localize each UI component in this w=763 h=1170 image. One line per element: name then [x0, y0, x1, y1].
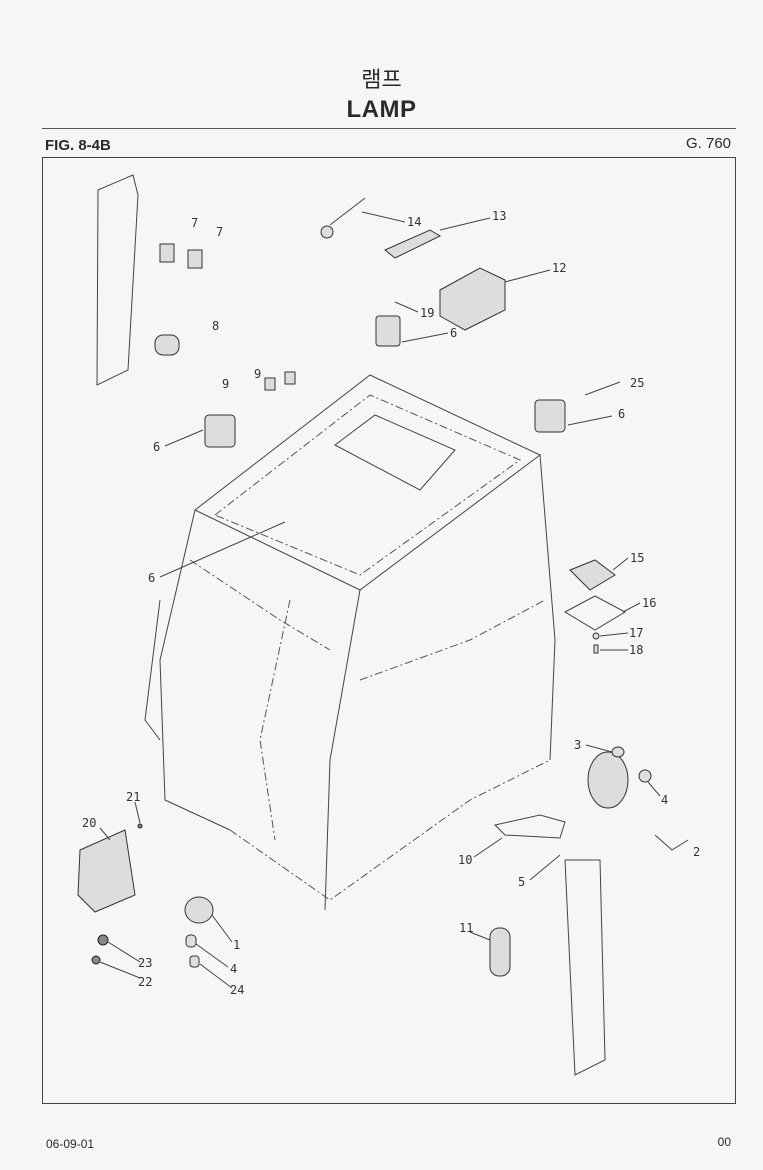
- bulb-4-lower: [185, 934, 197, 948]
- callout-3: 3: [574, 738, 581, 752]
- callout-16: 16: [642, 596, 656, 610]
- callout-21: 21: [126, 790, 140, 804]
- callout-22: 22: [138, 975, 152, 989]
- figure-number: FIG. 8-4B: [45, 137, 111, 154]
- screw-21: [137, 823, 143, 829]
- callout-5: 5: [518, 875, 525, 889]
- diagram-frame: [42, 157, 736, 1104]
- callout-6: 6: [450, 326, 457, 340]
- callout-6: 6: [153, 440, 160, 454]
- socket-22: [91, 955, 101, 965]
- group-number: G. 760: [685, 135, 731, 152]
- lamp-9b: [284, 371, 296, 385]
- callout-9: 9: [222, 377, 229, 391]
- antenna-14: [329, 197, 366, 226]
- pillar-bracket: [564, 859, 606, 1076]
- callout-24: 24: [230, 983, 244, 997]
- bracket-10: [494, 814, 566, 839]
- callout-12: 12: [552, 261, 566, 275]
- header-divider: [42, 128, 736, 129]
- callout-2: 2: [693, 845, 700, 859]
- plate-16: [563, 595, 627, 631]
- socket-23: [97, 934, 109, 946]
- lamp-11: [489, 927, 511, 977]
- footer-revision: 00: [717, 1135, 731, 1149]
- callout-15: 15: [630, 551, 644, 565]
- callout-6: 6: [618, 407, 625, 421]
- work-lamp-6-top: [375, 315, 401, 347]
- callout-19: 19: [420, 306, 434, 320]
- lamp-housing-12: [439, 267, 506, 331]
- lamp-20: [77, 829, 136, 913]
- callout-11: 11: [459, 921, 473, 935]
- callout-25: 25: [630, 376, 644, 390]
- lamp-9a: [264, 377, 276, 391]
- callout-1: 1: [233, 938, 240, 952]
- switch-7b: [187, 249, 203, 269]
- callout-13: 13: [492, 209, 506, 223]
- callout-6: 6: [148, 571, 155, 585]
- callout-8: 8: [212, 319, 219, 333]
- callout-18: 18: [629, 643, 643, 657]
- work-lamp-6-left: [204, 414, 236, 448]
- callout-14: 14: [407, 215, 421, 229]
- lamp-8: [154, 334, 180, 356]
- callout-17: 17: [629, 626, 643, 640]
- page-title-korean: 램프: [361, 68, 402, 93]
- callout-4: 4: [661, 793, 668, 807]
- callout-7: 7: [191, 216, 198, 230]
- work-lamp-6-right: [534, 399, 566, 433]
- callout-20: 20: [82, 816, 96, 830]
- lamp-13: [384, 229, 442, 259]
- footer-date: 06-09-01: [46, 1137, 95, 1151]
- callout-9: 9: [254, 367, 261, 381]
- cab-roof: [194, 374, 541, 591]
- lamp-1: [184, 896, 214, 924]
- callout-4: 4: [230, 962, 237, 976]
- callout-10: 10: [458, 853, 472, 867]
- lamp-15: [569, 559, 616, 591]
- bulb-4: [638, 769, 652, 783]
- switch-panel: [96, 174, 139, 386]
- callout-7: 7: [216, 225, 223, 239]
- mount-14: [320, 225, 334, 239]
- bulb-3: [611, 746, 625, 758]
- lamp-assembly-2: [587, 751, 629, 809]
- washer-17: [592, 632, 600, 640]
- callout-23: 23: [138, 956, 152, 970]
- bolt-18: [593, 644, 599, 654]
- page-title: LAMP: [346, 96, 417, 123]
- switch-7a: [159, 243, 175, 263]
- bulb-24: [189, 955, 200, 968]
